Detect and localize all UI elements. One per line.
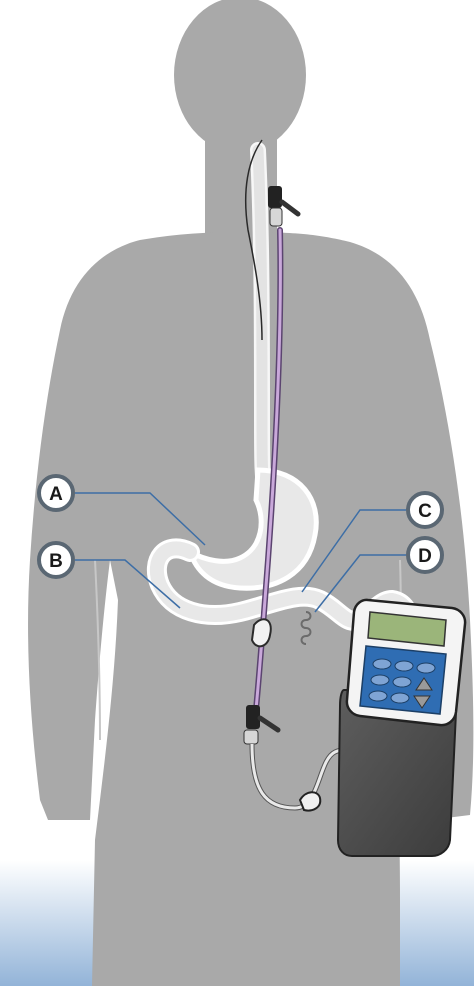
callout-a: A <box>39 476 73 510</box>
pump-line-clamp-icon <box>300 792 320 810</box>
feeding-pump-icon <box>338 600 465 856</box>
callout-c-label: C <box>418 501 432 522</box>
callout-d: D <box>408 538 442 572</box>
callout-a-label: A <box>49 484 63 505</box>
callout-d-label: D <box>418 546 432 567</box>
callout-b-label: B <box>49 551 63 572</box>
tube-clamp-icon <box>252 619 271 646</box>
callout-b: B <box>39 543 73 577</box>
tube-top-connector-icon <box>268 186 298 226</box>
callout-c: C <box>408 493 442 527</box>
